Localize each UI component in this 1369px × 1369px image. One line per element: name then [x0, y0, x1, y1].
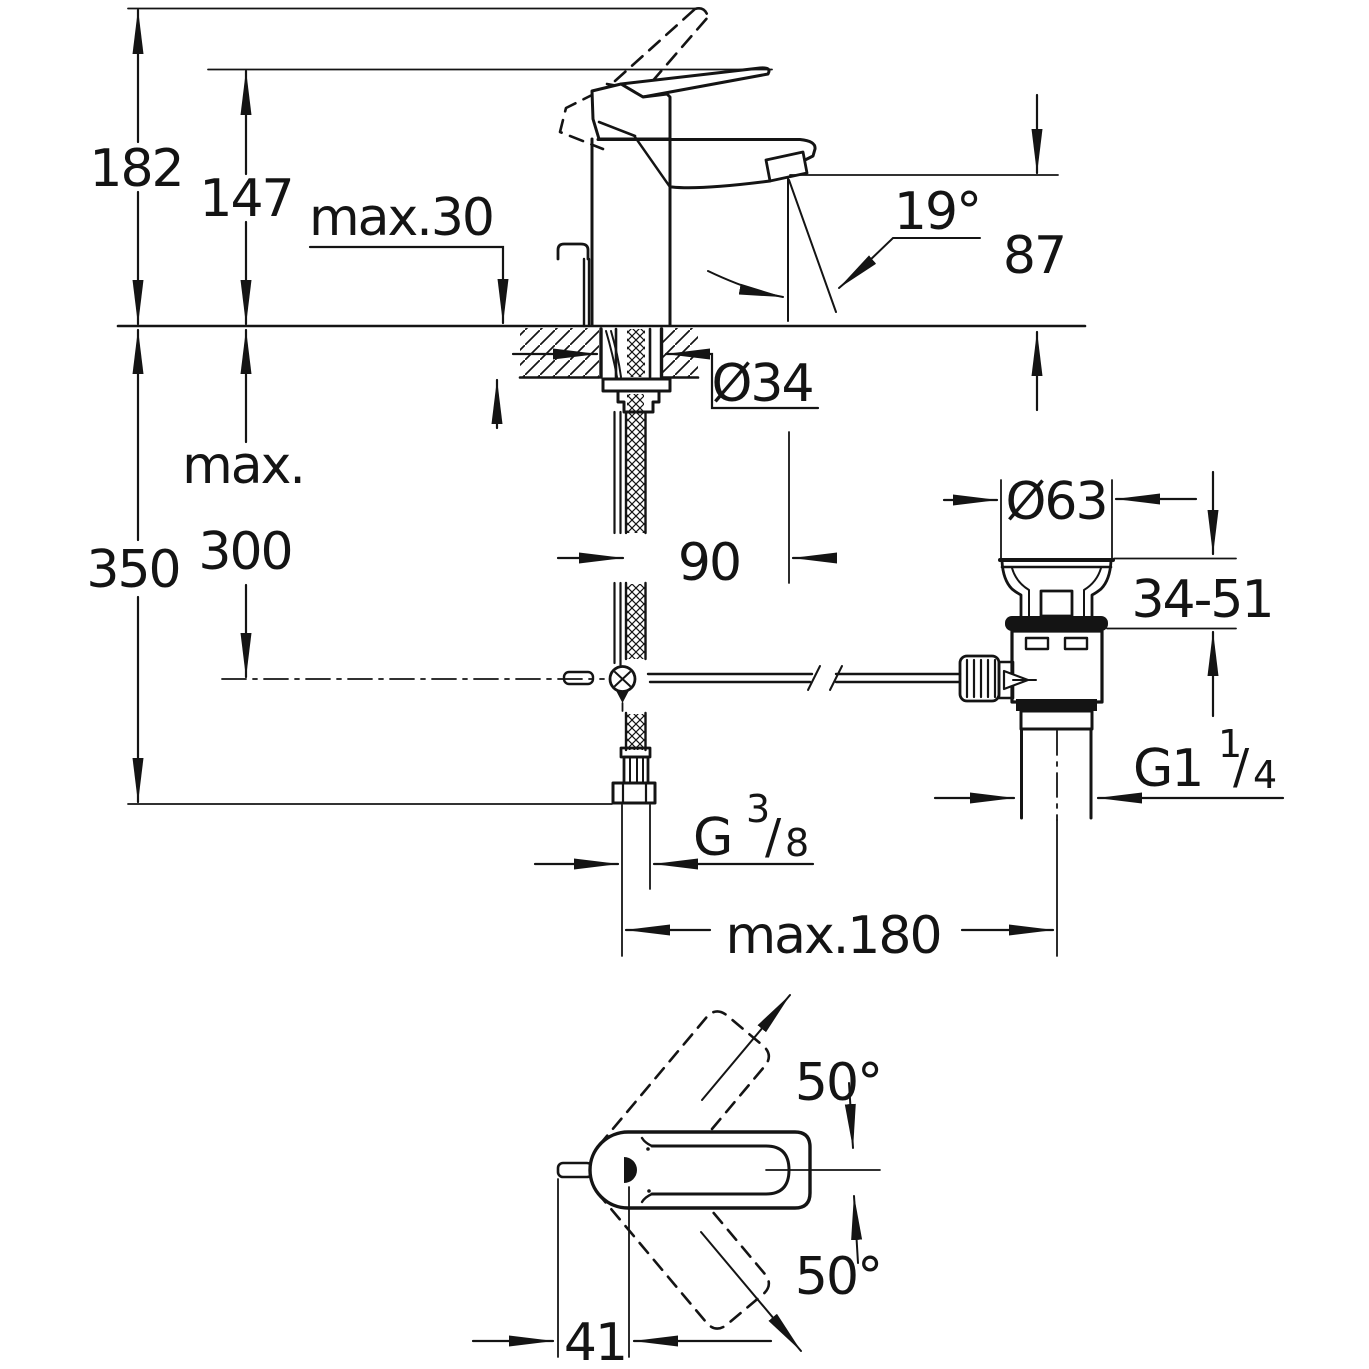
pull-rod-hook — [556, 242, 590, 261]
label-max180: max.180 — [725, 906, 940, 966]
label-o34: Ø34 — [711, 354, 812, 414]
popup-waste-assembly — [562, 558, 1115, 820]
waste-collar-band — [1016, 699, 1097, 711]
label-max: max. — [182, 436, 304, 496]
faucet-side-view — [556, 7, 837, 378]
dashed-lever-bottom — [635, 15, 710, 101]
dim-o34-right — [664, 348, 820, 410]
g38-slash: / — [765, 809, 782, 865]
plug-inner-left — [1011, 567, 1030, 617]
dashed-handle-body — [558, 91, 605, 151]
shank-and-hoses — [599, 327, 672, 805]
flow-angle-line — [788, 179, 837, 313]
label-19deg: 19° — [894, 182, 980, 242]
g38-numerator: 3 — [746, 787, 770, 831]
braid-2 — [627, 413, 645, 533]
rod-break-1 — [807, 665, 821, 691]
waste-slot-right — [1063, 636, 1089, 651]
label-g114: G1 1 / 4 — [1133, 722, 1277, 799]
g38-denominator: 8 — [785, 821, 809, 865]
mounting-washer — [601, 377, 672, 393]
label-34-51: 34-51 — [1131, 570, 1272, 630]
label-90: 90 — [678, 533, 740, 593]
dashed-lever-top — [613, 7, 697, 83]
g114-slash: / — [1233, 739, 1250, 795]
braid-1 — [627, 394, 644, 412]
dim-19-arc — [707, 270, 784, 298]
label-50-lower: 50° — [795, 1247, 881, 1307]
waste-collar — [1019, 709, 1094, 731]
spout-aerator — [764, 150, 809, 183]
plug-inner-right — [1083, 567, 1102, 617]
label-41: 41 — [564, 1313, 626, 1369]
label-87: 87 — [1003, 226, 1065, 286]
dashed-lever-tip — [693, 7, 710, 19]
counter-hatch-right — [663, 328, 698, 377]
body-spout-top — [596, 138, 817, 163]
dimension-lines — [127, 7, 1285, 1358]
dimension-labels: 182 147 max.30 19° 87 Ø34 max. 300 350 9… — [86, 139, 1277, 1369]
label-147: 147 — [199, 169, 292, 229]
braid-in-hole — [627, 329, 645, 377]
swing-arrow-upper-end — [844, 1082, 856, 1149]
label-max30: max.30 — [309, 188, 493, 248]
plug-side-left — [1000, 559, 1023, 618]
seal-flange — [1005, 616, 1108, 631]
label-o63: Ø63 — [1005, 472, 1106, 532]
rod-break-2 — [829, 665, 843, 691]
swing-line-upper — [701, 994, 791, 1101]
g38-base: G — [693, 808, 731, 868]
swing-arrow-lower-end — [851, 1195, 863, 1264]
handle-top-view — [556, 994, 881, 1352]
slot-hook-bottom — [640, 1192, 654, 1204]
spout-underside — [670, 179, 772, 190]
clamp-knob — [958, 654, 1001, 703]
label-g38: G 3 / 8 — [693, 787, 809, 868]
label-350: 350 — [86, 540, 179, 600]
g114-numerator: 1 — [1218, 722, 1242, 766]
g114-denominator: 4 — [1253, 753, 1277, 797]
pivot-cross-2 — [614, 671, 631, 687]
swing-line-lower — [700, 1231, 802, 1352]
g114-base: G1 — [1133, 739, 1202, 799]
spout-crease — [633, 135, 672, 189]
label-50-upper: 50° — [795, 1053, 881, 1113]
plug-stem — [1039, 589, 1074, 618]
pivot-wedge — [616, 691, 629, 703]
handle-crease — [597, 120, 637, 138]
waste-slot-left — [1024, 636, 1050, 651]
rod-left-stub — [562, 670, 595, 686]
pivot-half-disc — [624, 1157, 637, 1183]
label-300: 300 — [198, 522, 291, 582]
dim-max30-leader — [308, 245, 509, 325]
dim-19-leader — [838, 237, 981, 289]
spout-tab-top-view — [556, 1161, 594, 1179]
plug-side-right — [1090, 559, 1113, 618]
braid-4 — [627, 714, 645, 750]
handle-lever — [619, 66, 771, 99]
fitting-nut — [611, 781, 657, 805]
slot-dot-bottom — [647, 1189, 651, 1193]
counter-hatch-left — [520, 328, 599, 377]
label-182: 182 — [89, 139, 182, 199]
braid-3 — [627, 584, 645, 659]
slot-hook-top — [640, 1136, 654, 1148]
dash-dot-mark — [605, 82, 631, 90]
slot-dot-top — [646, 1147, 650, 1151]
